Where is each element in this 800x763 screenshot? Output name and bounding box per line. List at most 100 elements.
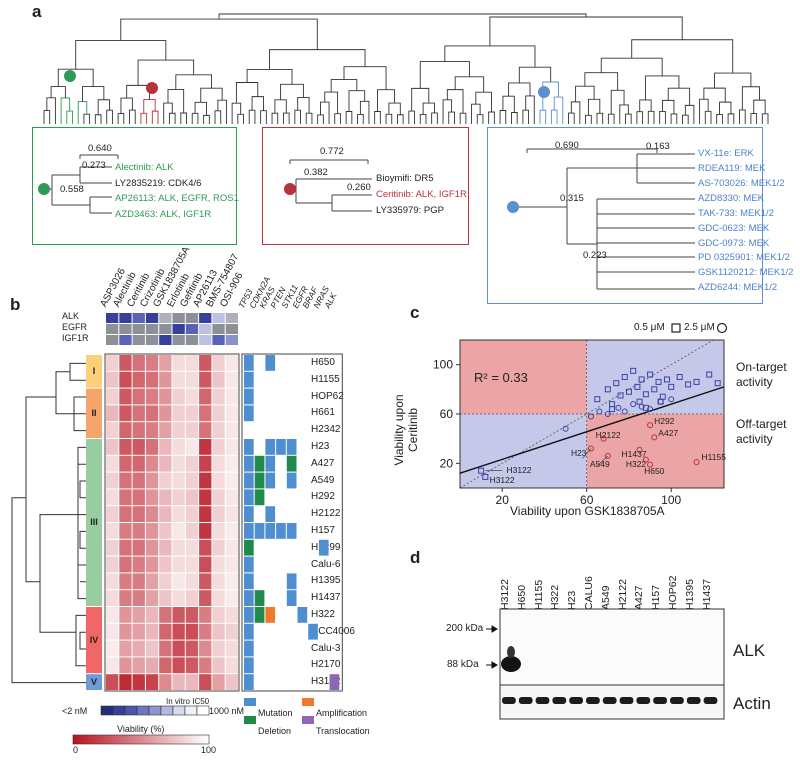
alteration-cell bbox=[244, 405, 254, 422]
viability-cell bbox=[185, 371, 199, 388]
blue-cluster-node bbox=[538, 86, 550, 98]
dendrogram-lines bbox=[43, 13, 769, 124]
ic50-cell bbox=[145, 324, 159, 334]
viability-cell bbox=[199, 573, 212, 590]
panel-c-label: c bbox=[410, 303, 420, 322]
viability-cell bbox=[119, 422, 132, 438]
dendrogram-branch bbox=[294, 109, 301, 124]
green-cluster-node bbox=[64, 70, 76, 82]
ic50-legend bbox=[100, 705, 210, 716]
legend-translocation: Translocation bbox=[316, 726, 370, 736]
viability-cell bbox=[172, 455, 185, 472]
ic50-cell bbox=[132, 335, 145, 345]
green-cluster-tree bbox=[38, 154, 119, 214]
dendrogram-branch bbox=[97, 99, 111, 115]
viability-cell bbox=[132, 506, 145, 522]
row-dendrogram-branch bbox=[25, 396, 56, 583]
viability-cell bbox=[159, 355, 172, 371]
viability-cell bbox=[145, 523, 159, 539]
row-dendrogram-branch bbox=[75, 614, 86, 667]
viability-cell bbox=[159, 523, 172, 539]
red-dist-mid: 0.382 bbox=[304, 167, 328, 178]
alteration-cell bbox=[244, 506, 254, 522]
viability-cell bbox=[172, 640, 185, 657]
dendrogram-branch bbox=[231, 102, 242, 124]
alteration-cell bbox=[265, 506, 276, 522]
viability-cell bbox=[199, 623, 212, 640]
viability-cell bbox=[145, 590, 159, 606]
point-25um bbox=[604, 411, 611, 417]
viability-cell bbox=[199, 657, 212, 674]
point-25um bbox=[587, 413, 594, 420]
viability-cell bbox=[225, 439, 238, 455]
dendrogram-branch bbox=[117, 113, 125, 124]
alteration-cell bbox=[318, 539, 329, 556]
dendrogram-branch bbox=[129, 109, 136, 124]
callout bbox=[597, 455, 609, 467]
alteration-cell bbox=[286, 455, 297, 472]
callout bbox=[582, 448, 592, 459]
cluster-label-v: V bbox=[90, 676, 97, 687]
blue-dist-c: 0.223 bbox=[583, 250, 607, 261]
viability-cell bbox=[185, 539, 199, 556]
viability-cell bbox=[185, 472, 199, 489]
ic50-cell bbox=[172, 324, 185, 334]
viability-cell bbox=[132, 371, 145, 388]
point-05um bbox=[655, 378, 662, 385]
x-tick-label: 20 bbox=[496, 493, 510, 507]
blue-leaf: AZD6244: MEK1/2 bbox=[698, 282, 778, 293]
y-tick-label: 100 bbox=[433, 358, 453, 372]
viability-cell bbox=[225, 506, 238, 522]
band-actin-label: Actin bbox=[733, 694, 771, 713]
viability-cell bbox=[185, 405, 199, 422]
viability-cell bbox=[106, 355, 119, 371]
point-25um bbox=[630, 401, 637, 408]
on-target-label: On-target activity bbox=[736, 360, 798, 390]
alk-band-h3122 bbox=[501, 656, 521, 672]
viability-cell bbox=[106, 455, 119, 472]
viability-cell bbox=[159, 472, 172, 489]
dendrogram-branch bbox=[446, 89, 464, 114]
point-25um bbox=[615, 404, 622, 411]
actin-band bbox=[653, 697, 667, 704]
dendrogram-branch bbox=[43, 110, 51, 124]
ic50-cell bbox=[225, 313, 238, 323]
viability-cell bbox=[172, 573, 185, 590]
viability-cell bbox=[132, 405, 145, 422]
viability-cell bbox=[145, 556, 159, 573]
point-label-h3122a: H3122 bbox=[506, 464, 532, 475]
viability-cell bbox=[212, 590, 225, 606]
green-leaf-1: Alectinib: ALK bbox=[115, 162, 174, 173]
viability-cell bbox=[106, 388, 119, 405]
alteration-cell bbox=[265, 607, 276, 623]
dendrogram-branch bbox=[741, 86, 760, 110]
viability-cell bbox=[185, 523, 199, 539]
ic50-cell bbox=[132, 324, 145, 334]
point-25um bbox=[621, 408, 628, 415]
viability-cell bbox=[172, 439, 185, 455]
viability-cell bbox=[172, 657, 185, 674]
cell-line-h661: H661 bbox=[311, 407, 335, 419]
viability-cell bbox=[132, 573, 145, 590]
ic50-cell bbox=[119, 324, 132, 334]
identity-line bbox=[459, 339, 714, 489]
alteration-cell bbox=[244, 355, 254, 371]
viability-cell bbox=[119, 355, 132, 371]
viability-cell bbox=[172, 371, 185, 388]
dendrogram-branch bbox=[357, 114, 364, 124]
cell-line-h1155: H1155 bbox=[311, 373, 340, 385]
legend-25um: 2.5 μM bbox=[684, 322, 715, 333]
target-row-label-alk: ALK bbox=[62, 311, 80, 321]
viability-cell bbox=[172, 355, 185, 371]
alteration-cell bbox=[244, 371, 254, 388]
viability-cell bbox=[145, 422, 159, 438]
viability-cell bbox=[185, 422, 199, 438]
viability-cell bbox=[159, 405, 172, 422]
ic50-cell bbox=[159, 335, 172, 345]
point-05um bbox=[647, 371, 654, 378]
alteration-cell bbox=[265, 472, 276, 489]
point-off-target bbox=[651, 434, 658, 441]
green-dist-mid: 0.273 bbox=[82, 160, 106, 171]
alteration-cell bbox=[254, 590, 265, 606]
